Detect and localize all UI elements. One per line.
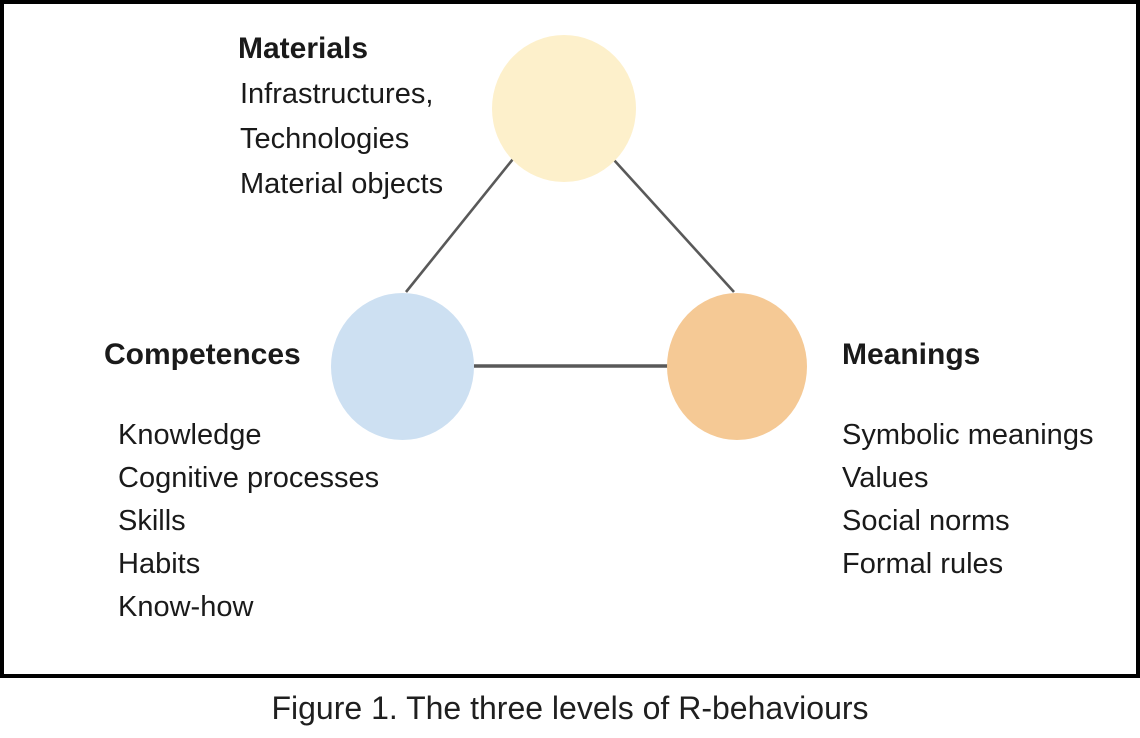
competences-item: Knowledge (118, 419, 262, 451)
materials-item: Material objects (240, 168, 444, 200)
competences-circle (331, 293, 474, 440)
connector-lines (404, 158, 735, 368)
meanings-items: Symbolic meanings Values Social norms Fo… (842, 414, 1093, 586)
competences-item: Cognitive processes (118, 462, 380, 494)
connector-materials-competences (404, 158, 515, 293)
meanings-item: Social norms (842, 505, 1010, 537)
materials-item: Technologies (240, 123, 410, 155)
meanings-label: Meanings (842, 338, 981, 371)
materials-items: Infrastructures, Technologies Material o… (240, 72, 443, 207)
connector-materials-meanings (613, 159, 735, 293)
meanings-circle (667, 293, 807, 440)
competences-items: Knowledge Cognitive processes Skills Hab… (118, 414, 379, 629)
meanings-item: Formal rules (842, 548, 1004, 580)
figure-caption: Figure 1. The three levels of R-behaviou… (271, 690, 869, 726)
materials-item: Infrastructures, (240, 78, 434, 110)
competences-item: Know-how (118, 591, 254, 623)
competences-item: Habits (118, 548, 201, 580)
meanings-item: Symbolic meanings (842, 419, 1094, 451)
figure-frame: Materials Infrastructures, Technologies … (0, 0, 1140, 678)
competences-label: Competences (104, 338, 301, 371)
materials-label: Materials (238, 32, 369, 65)
competences-item: Skills (118, 505, 186, 537)
materials-circle (492, 35, 636, 182)
meanings-item: Values (842, 462, 929, 494)
